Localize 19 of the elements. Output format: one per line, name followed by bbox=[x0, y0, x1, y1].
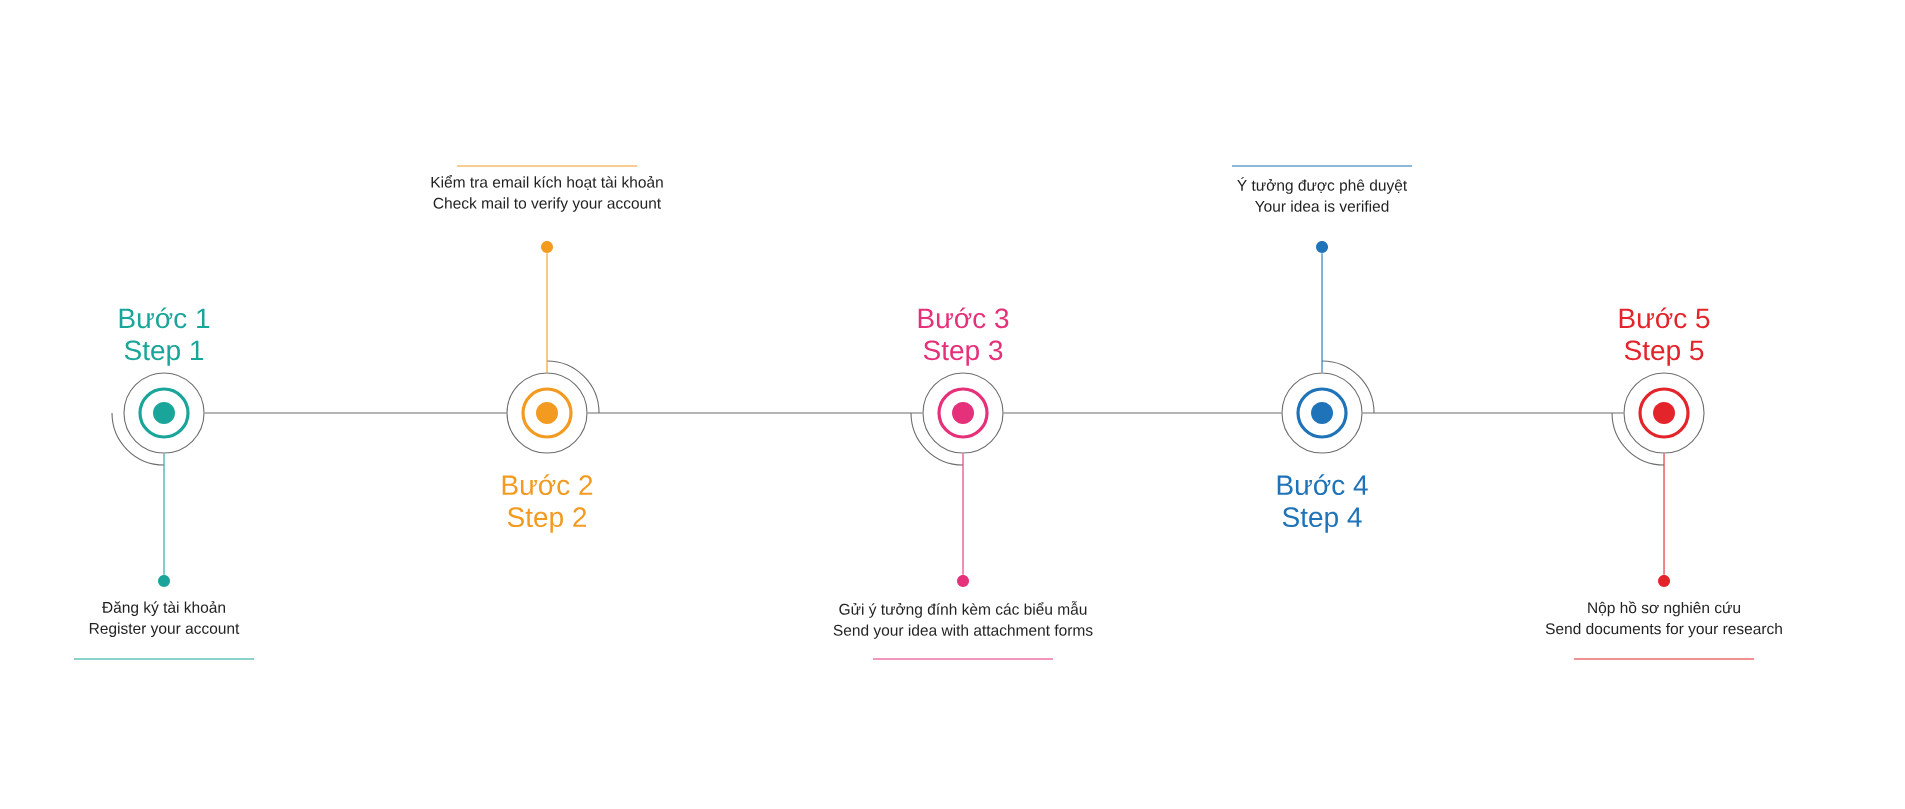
timeline-line bbox=[163, 453, 165, 576]
step-description: Gửi ý tưởng đính kèm các biểu mẫu Send your idea with attachment forms bbox=[833, 601, 1093, 639]
timeline-line bbox=[1003, 412, 1282, 414]
step-heading: Bước 3 Step 3 bbox=[918, 307, 1009, 366]
timeline-line bbox=[1362, 412, 1624, 414]
step-heading: Bước 1 Step 1 bbox=[119, 307, 210, 366]
step-description: Kiểm tra email kích hoạt tài khoản Check mail to verify your account bbox=[431, 175, 663, 212]
step-heading: Bước 5 Step 5 bbox=[1619, 307, 1710, 366]
step-heading: Bước 4 Step 4 bbox=[1277, 474, 1368, 533]
timeline-line bbox=[1663, 453, 1665, 576]
step-description: Ý tưởng được phê duyệt Your idea is verified bbox=[1237, 177, 1408, 212]
timeline-line bbox=[962, 453, 964, 576]
timeline-line bbox=[1321, 252, 1323, 373]
timeline-line bbox=[546, 252, 548, 373]
timeline-line bbox=[587, 412, 923, 414]
step-description: Nộp hồ sơ nghiên cứu Send documents for your research bbox=[1545, 601, 1782, 638]
step-description: Đăng ký tài khoản Register your account bbox=[89, 601, 240, 637]
step-heading: Bước 2 Step 2 bbox=[502, 474, 593, 533]
timeline-line bbox=[204, 412, 507, 414]
